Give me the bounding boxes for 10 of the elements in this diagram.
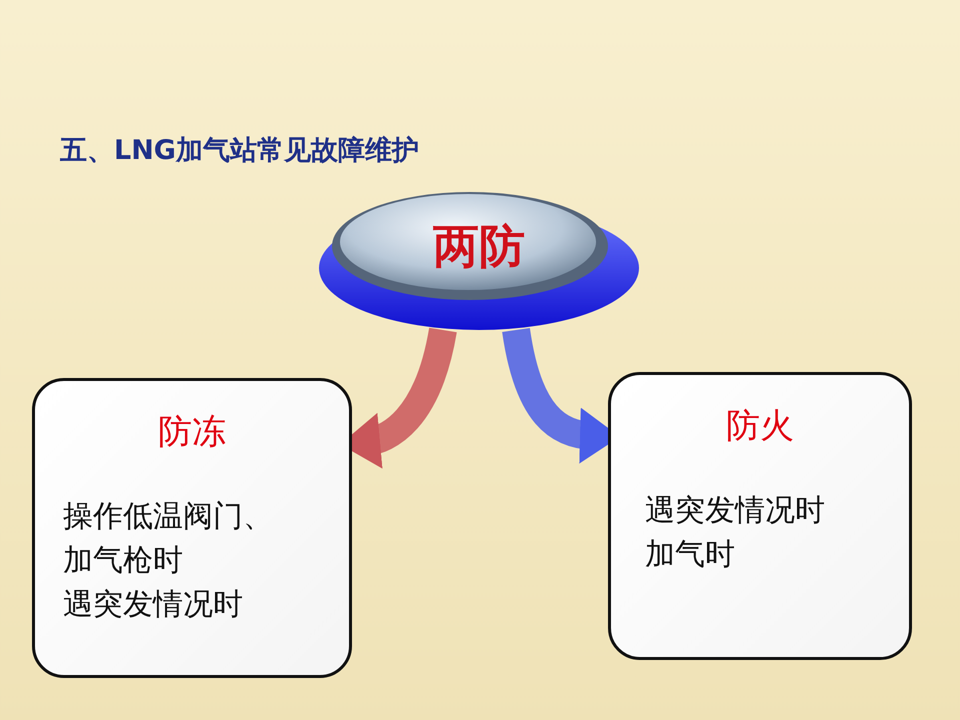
- body-text: 遇突发情况时: [645, 492, 826, 530]
- body-text: 遇突发情况时: [63, 586, 244, 624]
- body-text: 操作低温阀门、加气枪时: [63, 498, 274, 580]
- heading: 防冻: [157, 411, 227, 454]
- heading: 防火: [725, 405, 795, 448]
- body-text: 加气时: [645, 536, 736, 574]
- heading: 两防: [433, 218, 525, 275]
- title: 五、LNG加气站常见故障维护: [60, 134, 419, 168]
- rounded-box: [32, 378, 352, 678]
- rounded-box: [608, 372, 912, 660]
